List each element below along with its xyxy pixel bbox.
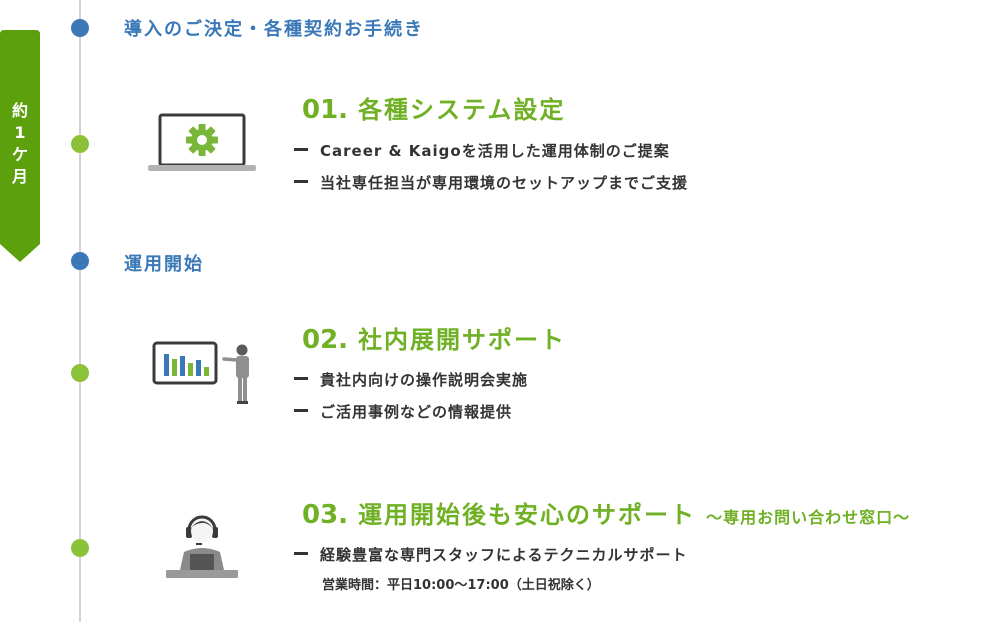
period-badge-shape	[0, 30, 40, 262]
step-1-item-1: Career & Kaigoを活用した運用体制のご提案	[294, 140, 670, 161]
timeline-dot-step-1	[71, 135, 89, 153]
step-3-item-1: 経験豊富な専門スタッフによるテクニカルサポート	[294, 544, 688, 565]
step-2-number: 02.	[302, 325, 349, 355]
step-2-title-text: 社内展開サポート	[358, 326, 567, 354]
step-1-title-text: 各種システム設定	[358, 96, 566, 124]
timeline-dot-step-2	[71, 364, 89, 382]
laptop-gear-icon	[148, 113, 256, 177]
phase-start-label: 運用開始	[124, 254, 204, 275]
phase-decision-label: 導入のご決定・各種契約お手続き	[124, 19, 424, 40]
step-1-title: 01. 各種システム設定	[302, 90, 565, 125]
step-2-title: 02. 社内展開サポート	[302, 320, 566, 355]
timeline-line	[79, 0, 81, 622]
step-3-title-text: 運用開始後も安心のサポート	[358, 501, 697, 529]
timeline-dot-start	[71, 252, 89, 270]
step-2-item-1: 貴社内向けの操作説明会実施	[294, 369, 528, 390]
step-3-title: 03. 運用開始後も安心のサポート ～専用お問い合わせ窓口～	[302, 495, 910, 530]
step-1-item-2: 当社専任担当が専用環境のセットアップまでご支援	[294, 172, 688, 193]
period-badge: 約 1 ケ 月	[0, 30, 40, 262]
step-2-item-2: ご活用事例などの情報提供	[294, 401, 512, 422]
step-3-number: 03.	[302, 500, 349, 530]
business-hours-note: 営業時間：平日10:00～17:00（土日祝除く）	[322, 578, 600, 593]
timeline-dot-step-3	[71, 539, 89, 557]
step-1-number: 01.	[302, 95, 349, 125]
period-label: 約 1 ケ 月	[11, 101, 28, 186]
presentation-icon	[150, 340, 256, 412]
support-operator-icon	[166, 510, 238, 586]
step-3-subtitle: ～専用お問い合わせ窓口～	[706, 508, 911, 527]
timeline-dot-decision	[71, 19, 89, 37]
